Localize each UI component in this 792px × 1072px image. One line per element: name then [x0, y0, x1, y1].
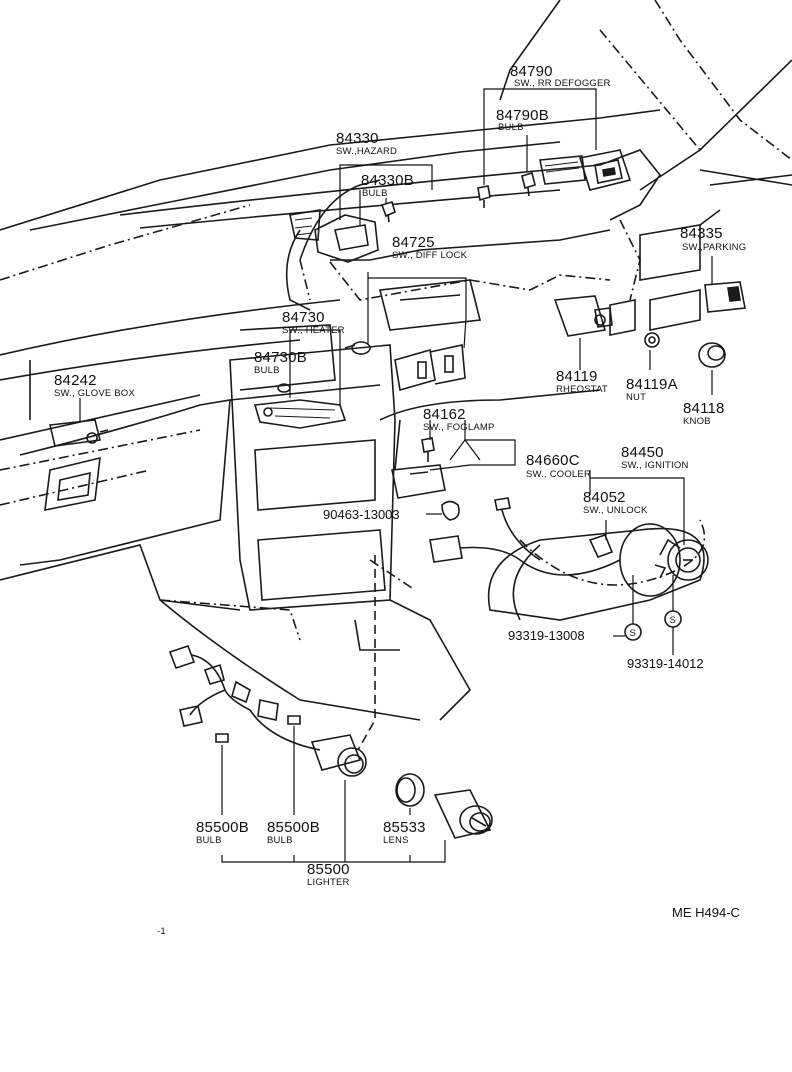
part-number-84052: 84052: [583, 489, 626, 506]
part-number-84730B: 84730B: [254, 349, 307, 366]
part-desc-84330: SW.,HAZARD: [336, 146, 397, 157]
screw-symbol-2: S: [670, 615, 677, 626]
part-number-90463-13003: 90463-13003: [323, 507, 400, 522]
part-desc-84242: SW., GLOVE BOX: [54, 388, 135, 399]
part-number-84119: 84119: [556, 368, 598, 385]
part-number-84118: 84118: [683, 400, 725, 417]
screw-symbol-1: S: [630, 628, 637, 639]
part-number-85500B-right: 85500B: [267, 819, 320, 836]
part-desc-84730B: BULB: [254, 365, 280, 376]
part-desc-84119: RHEOSTAT: [556, 384, 608, 395]
part-desc-84330B: BULB: [362, 188, 388, 199]
part-number-84790: 84790: [510, 63, 553, 80]
part-number-93319-14012: 93319-14012: [627, 656, 704, 671]
part-desc-84450: SW., IGNITION: [621, 460, 689, 471]
part-number-84725: 84725: [392, 234, 435, 251]
part-number-84330B: 84330B: [361, 172, 414, 189]
part-desc-84660C: SW., COOLER: [526, 469, 591, 480]
part-number-93319-13008: 93319-13008: [508, 628, 585, 643]
part-desc-84052: SW., UNLOCK: [583, 505, 648, 516]
part-number-84242: 84242: [54, 372, 97, 389]
part-desc-84162: SW., FOGLAMP: [423, 422, 495, 433]
part-desc-84790B: BULB: [498, 122, 524, 133]
part-desc-85500B-right: BULB: [267, 835, 293, 846]
part-desc-84730: SW., HEATER: [282, 325, 345, 336]
part-desc-85500: LIGHTER: [307, 877, 350, 888]
part-desc-84119A: NUT: [626, 392, 646, 403]
part-number-84162: 84162: [423, 406, 466, 423]
part-desc-85500B-left: BULB: [196, 835, 222, 846]
part-number-84730: 84730: [282, 309, 325, 326]
part-number-85500B-left: 85500B: [196, 819, 249, 836]
part-number-84119A: 84119A: [626, 376, 678, 393]
part-number-85500: 85500: [307, 861, 350, 878]
part-number-84450: 84450: [621, 444, 664, 461]
part-desc-85533: LENS: [383, 835, 409, 846]
part-desc-84118: KNOB: [683, 416, 711, 427]
part-number-84335: 84335: [680, 225, 723, 242]
part-number-85533: 85533: [383, 819, 426, 836]
part-number-84660C: 84660C: [526, 452, 580, 469]
part-desc-84725: SW., DIFF LOCK: [392, 250, 468, 261]
part-labels: 84790 SW., RR DEFOGGER 84790B BULB 84330…: [54, 63, 746, 937]
leader-lines: [79, 88, 713, 863]
part-desc-84335: SW.,PARKING: [682, 242, 746, 253]
dashboard-illustration: S S: [0, 0, 792, 839]
part-number-84790B: 84790B: [496, 107, 549, 124]
diagram-code: ME H494-C: [672, 905, 740, 920]
stray-mark: -1: [157, 926, 166, 937]
part-desc-84790: SW., RR DEFOGGER: [514, 78, 611, 89]
part-number-84330: 84330: [336, 130, 379, 147]
